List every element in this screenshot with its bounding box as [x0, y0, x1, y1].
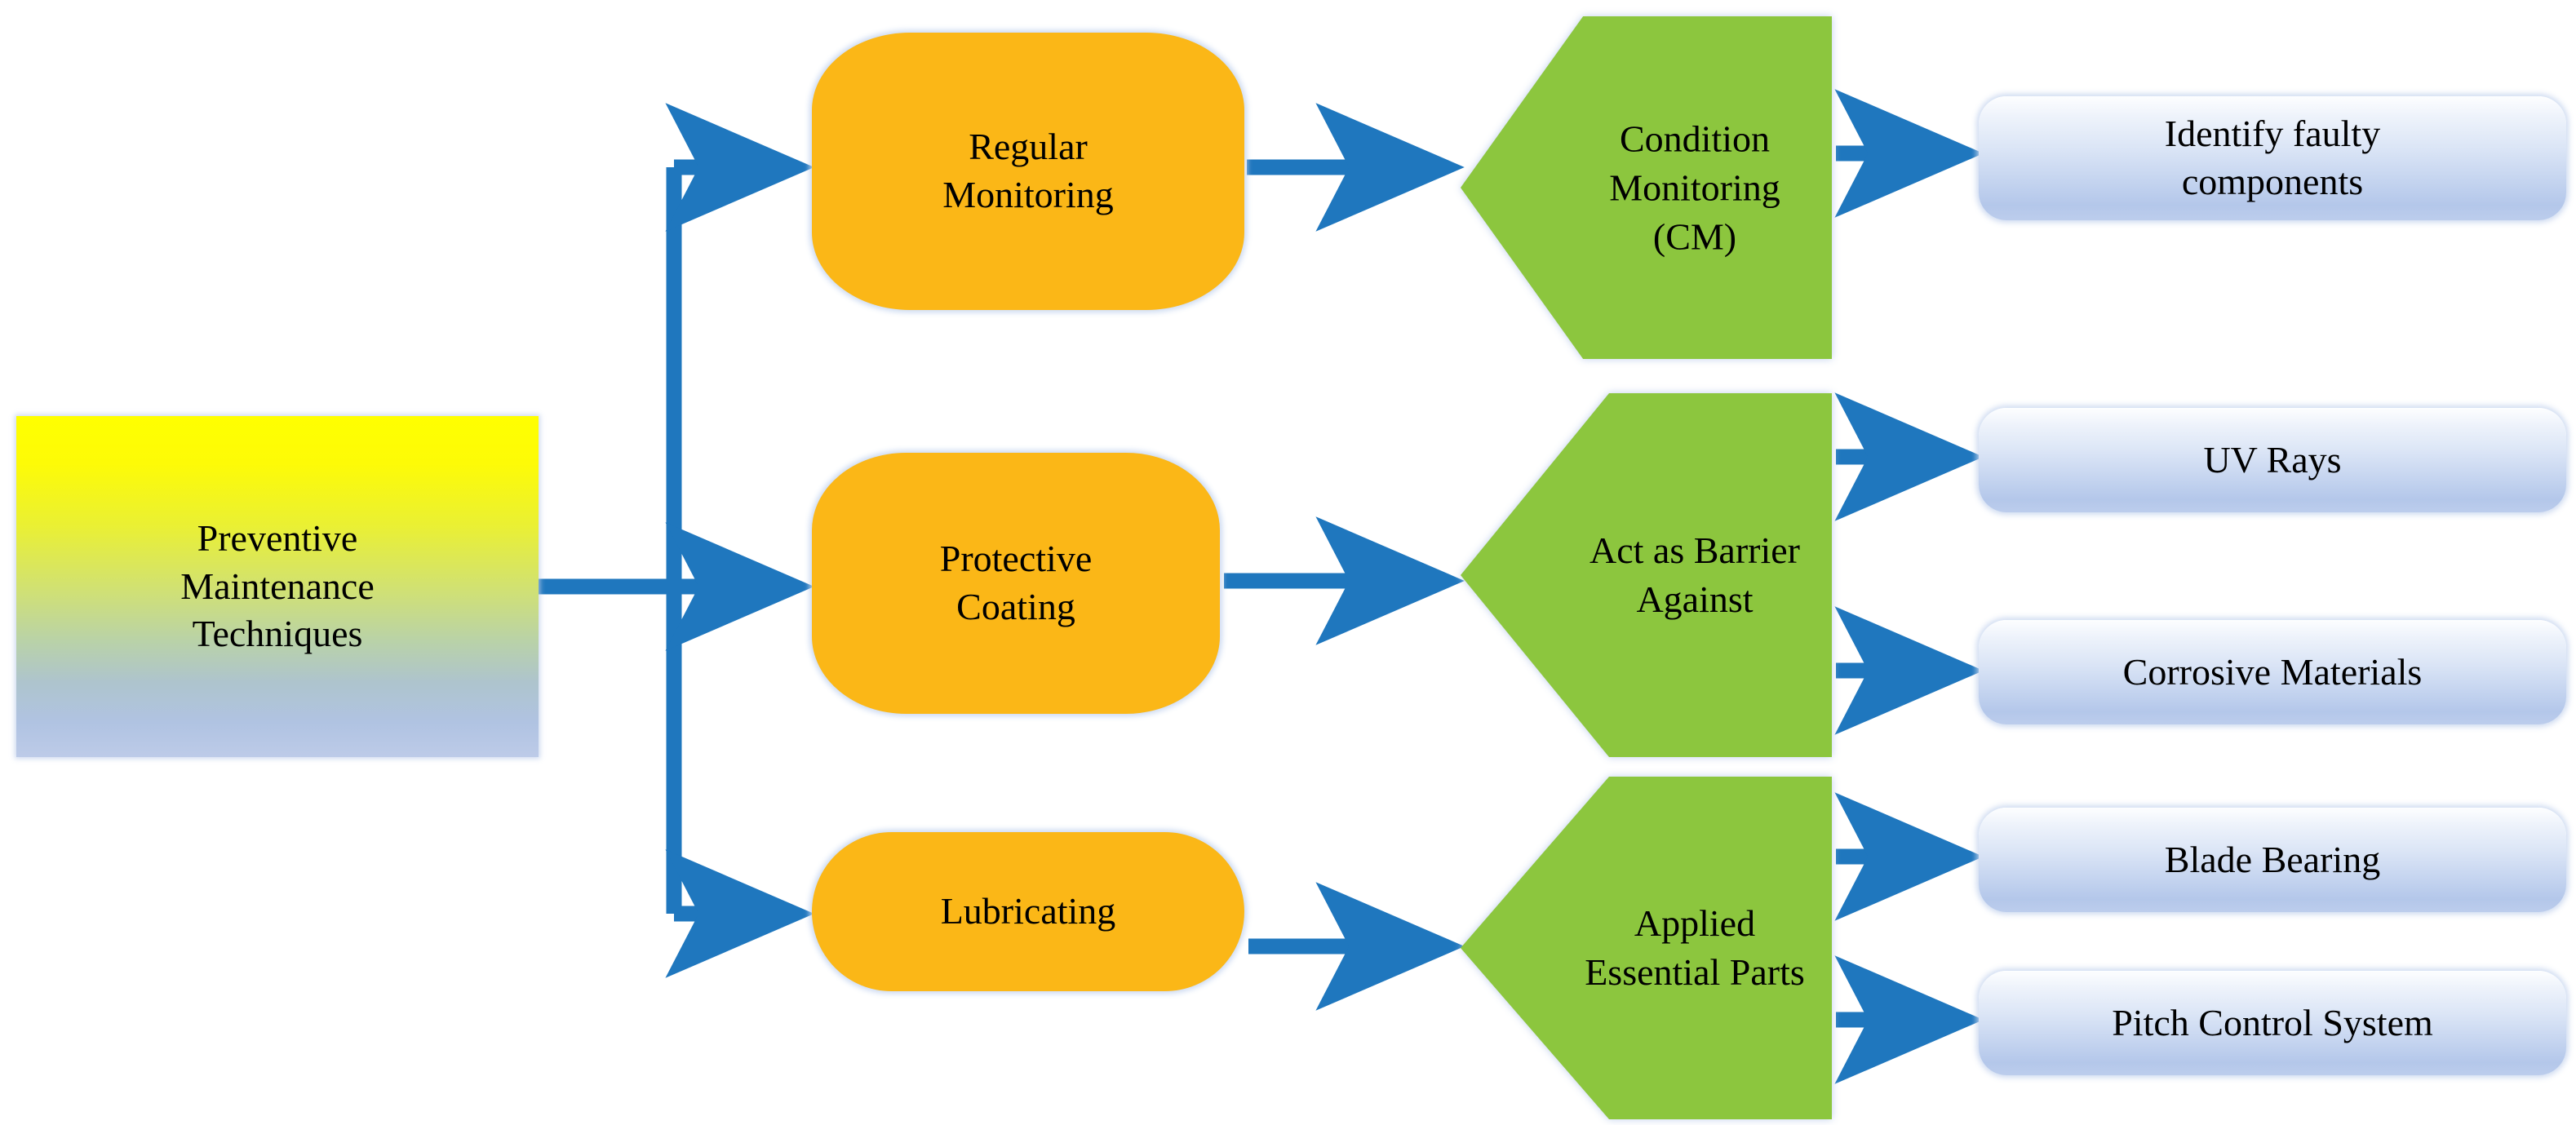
root-node-label: Preventive Maintenance Techniques [174, 515, 381, 659]
technique-label-line-2: Monitoring [942, 174, 1114, 215]
outcome-node-label: Applied Essential Parts [1572, 899, 1817, 997]
root-node-preventive-maintenance-techniques[interactable]: Preventive Maintenance Techniques [16, 416, 539, 757]
technique-node-regular-monitoring[interactable]: Regular Monitoring [812, 33, 1244, 310]
detail-label-line-1: Pitch Control System [2112, 1001, 2433, 1043]
detail-label-line-2: components [2181, 161, 2364, 202]
technique-label-line-2: Coating [956, 586, 1075, 627]
outcome-node-label: Act as Barrier Against [1572, 526, 1817, 624]
detail-node-blade-bearing[interactable]: Blade Bearing [1979, 808, 2566, 912]
detail-label-line-1: Corrosive Materials [2122, 650, 2423, 693]
detail-label-line-1: UV Rays [2203, 438, 2342, 481]
outcome-node-condition-monitoring[interactable]: Condition Monitoring (CM) [1461, 16, 1832, 359]
technique-node-lubricating[interactable]: Lubricating [812, 832, 1244, 991]
detail-label-line-1: Blade Bearing [2164, 838, 2381, 880]
outcome-label-line-3: (CM) [1652, 215, 1737, 257]
detail-node-label: Pitch Control System [2112, 999, 2433, 1047]
technique-node-label: Regular Monitoring [942, 123, 1114, 219]
outcome-label-line-2: Monitoring [1609, 166, 1780, 209]
root-label-line-1: Preventive [197, 516, 358, 559]
outcome-label-line-3: Against [1636, 578, 1754, 620]
detail-node-label: Corrosive Materials [2123, 649, 2423, 697]
technique-node-label: Lubricating [941, 888, 1116, 936]
outcome-node-act-as-barrier-against[interactable]: Act as Barrier Against [1461, 393, 1832, 757]
detail-node-uv-rays[interactable]: UV Rays [1979, 408, 2566, 512]
technique-label-line-1: Protective [939, 538, 1093, 580]
detail-node-label: UV Rays [2203, 436, 2341, 485]
root-label-line-2: Maintenance [180, 565, 375, 607]
outcome-label-line-1: Condition [1619, 117, 1771, 160]
technique-label-line-1: Regular [969, 126, 1088, 168]
detail-node-corrosive-materials[interactable]: Corrosive Materials [1979, 620, 2566, 724]
detail-node-pitch-control-system[interactable]: Pitch Control System [1979, 971, 2566, 1075]
technique-node-protective-coating[interactable]: Protective Coating [812, 453, 1220, 714]
detail-node-identify-faulty-components[interactable]: Identify faulty components [1979, 96, 2566, 220]
outcome-label-line-2: Barrier [1693, 529, 1800, 572]
detail-node-label: Blade Bearing [2165, 836, 2380, 884]
technique-label-line-1: Lubricating [940, 890, 1116, 932]
outcome-label-line-1: Applied [1634, 902, 1756, 945]
outcome-label-line-3: Parts [1729, 951, 1805, 993]
outcome-label-line-2: Essential [1585, 951, 1721, 993]
outcome-node-label: Condition Monitoring (CM) [1572, 114, 1817, 260]
detail-label-line-1: Identify faulty [2164, 113, 2381, 155]
outcome-label-line-1: Act as [1589, 529, 1685, 572]
root-label-line-3: Techniques [192, 613, 363, 655]
outcome-node-applied-essential-parts[interactable]: Applied Essential Parts [1461, 777, 1832, 1119]
detail-node-label: Identify faulty components [2165, 110, 2380, 206]
technique-node-label: Protective Coating [940, 535, 1093, 631]
